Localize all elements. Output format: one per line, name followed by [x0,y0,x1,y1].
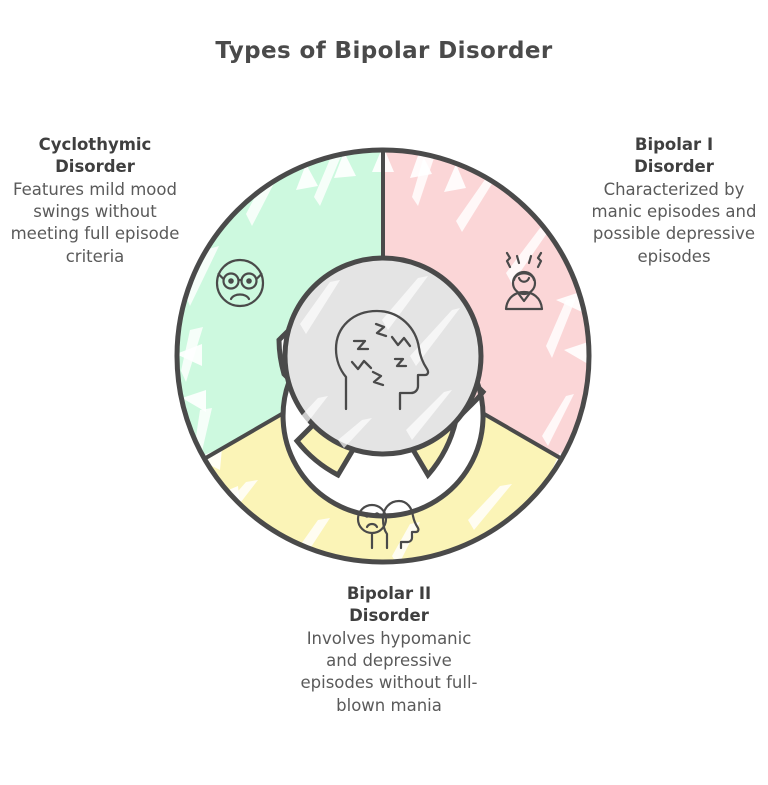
callout-bipolar-i-title: Bipolar I Disorder [585,134,763,178]
callout-bipolar-i: Bipolar I Disorder Characterized by mani… [585,134,763,268]
callout-cyclothymic-description: Features mild mood swings without meetin… [10,180,180,266]
callout-bipolar-ii: Bipolar II Disorder Involves hypomanic a… [289,583,489,717]
callout-bipolar-ii-description: Involves hypomanic and depressive episod… [300,629,478,715]
callout-cyclothymic-title-line1: Cyclothymic [38,135,152,154]
callout-cyclothymic-title: Cyclothymic Disorder [6,134,184,178]
callout-bipolar-ii-title-line2: Disorder [349,606,429,626]
center-circle [282,255,484,457]
callout-bipolar-i-title-line1: Bipolar I [634,135,714,154]
center-texture-streaks [288,276,460,448]
sad-face-glasses-icon [215,258,265,308]
callout-bipolar-i-description: Characterized by manic episodes and poss… [591,180,757,266]
sad-mask-head-icon [356,499,420,550]
callout-cyclothymic: Cyclothymic Disorder Features mild mood … [6,134,184,268]
agitated-person-icon [504,251,544,311]
callout-bipolar-i-title-line2: Disorder [634,157,714,177]
callout-cyclothymic-title-line2: Disorder [55,157,135,177]
callout-bipolar-ii-title: Bipolar II Disorder [289,583,489,627]
head-with-scribbles-icon [334,309,430,411]
page-title: Types of Bipolar Disorder [215,38,553,64]
callout-bipolar-ii-title-line1: Bipolar II [346,584,432,603]
